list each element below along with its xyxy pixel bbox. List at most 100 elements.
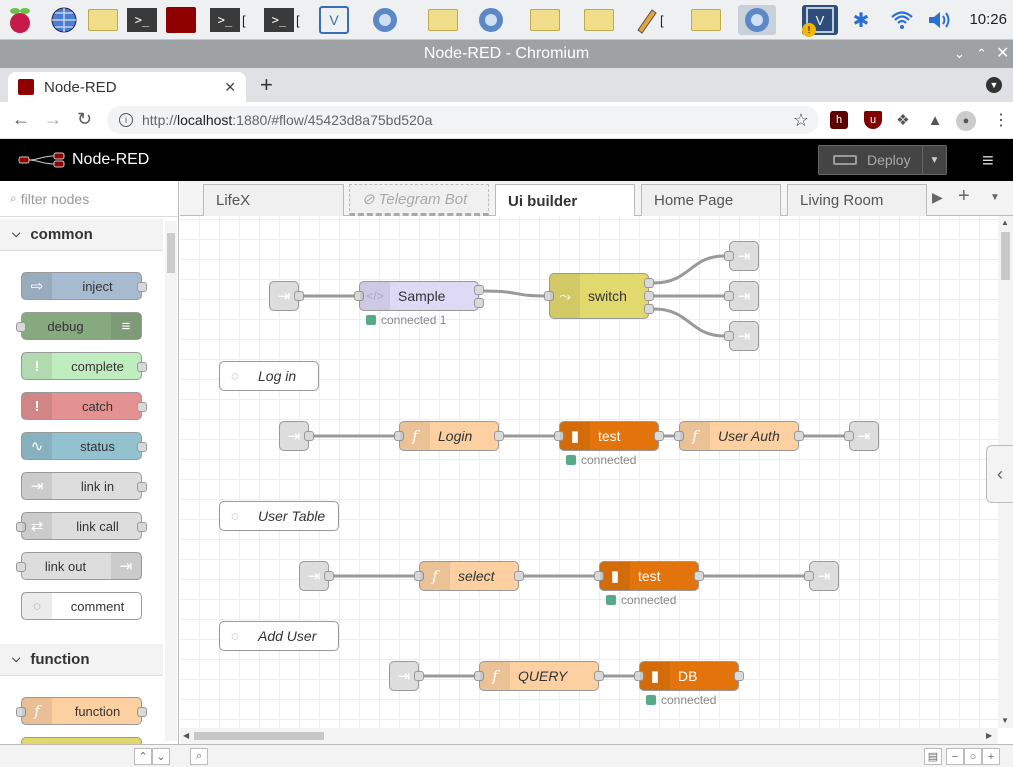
input-port[interactable] xyxy=(414,571,424,581)
template-node-sample[interactable]: </> Sample xyxy=(354,281,484,311)
output-port[interactable] xyxy=(137,707,147,717)
output-port[interactable] xyxy=(137,442,147,452)
terminal-window-1[interactable]: >_[ xyxy=(210,5,262,35)
raspberry-menu-icon[interactable] xyxy=(4,5,36,35)
input-port[interactable] xyxy=(844,431,854,441)
vnc-server-icon[interactable]: V! xyxy=(802,5,838,37)
function-node-query[interactable]: f QUERY xyxy=(474,661,604,691)
output-port[interactable] xyxy=(294,291,304,301)
url-field[interactable]: i http://localhost:1880/#flow/45423d8a75… xyxy=(107,106,819,134)
link-in-node[interactable]: ⇥ xyxy=(389,661,424,691)
scroll-right-icon[interactable]: ▶ xyxy=(986,731,993,740)
search-flows-icon[interactable]: ⌕ xyxy=(190,748,208,765)
output-port[interactable] xyxy=(137,522,147,532)
tab-scroll-right-icon[interactable]: ▶ xyxy=(932,189,943,205)
input-port[interactable] xyxy=(354,291,364,301)
folder-window-2[interactable] xyxy=(526,5,564,35)
input-port[interactable] xyxy=(16,522,26,532)
function-node-login[interactable]: f Login xyxy=(394,421,504,451)
link-in-node[interactable]: ⇥ xyxy=(279,421,314,451)
switch-node[interactable]: ⤳ switch xyxy=(544,273,654,319)
link-out-node[interactable]: ⇥ xyxy=(844,421,879,451)
db-node-test[interactable]: ▮ test xyxy=(554,421,664,451)
browser-tab[interactable]: Node-RED ✕ xyxy=(8,72,246,102)
output-port[interactable] xyxy=(594,671,604,681)
labs-flask-icon[interactable]: ▲ xyxy=(927,111,943,129)
folder-window-3[interactable] xyxy=(580,5,618,35)
comment-node-user-table[interactable]: ○ User Table xyxy=(219,501,339,531)
input-port[interactable] xyxy=(804,571,814,581)
main-menu-icon[interactable]: ≡ xyxy=(982,150,994,172)
category-common[interactable]: ⌵ common xyxy=(0,219,163,251)
palette-node-debug[interactable]: debug ≡ xyxy=(16,312,142,340)
scroll-down-icon[interactable]: ▼ xyxy=(1001,716,1009,725)
tab-home-page[interactable]: Home Page xyxy=(641,184,781,216)
file-manager-icon[interactable] xyxy=(86,5,120,35)
link-out-node[interactable]: ⇥ xyxy=(724,321,759,351)
maximize-icon[interactable]: ⌃ xyxy=(976,46,987,61)
ublock-icon[interactable]: u xyxy=(864,111,882,129)
output-port[interactable] xyxy=(304,431,314,441)
function-node-select[interactable]: f select xyxy=(414,561,524,591)
input-port[interactable] xyxy=(724,291,734,301)
deploy-button[interactable]: Deploy ▼ xyxy=(818,145,947,175)
new-tab-icon[interactable]: + xyxy=(260,72,273,97)
output-port[interactable] xyxy=(494,431,504,441)
minimize-icon[interactable]: ⌄ xyxy=(954,46,965,61)
horizontal-scroll-thumb[interactable] xyxy=(194,732,324,740)
output-port[interactable] xyxy=(474,298,484,308)
zoom-out-icon[interactable]: − xyxy=(946,748,964,765)
palette-node-link-out[interactable]: link out ⇥ xyxy=(16,552,142,580)
node-red-icon[interactable] xyxy=(164,5,198,35)
palette-node-inject[interactable]: ⇨ inject xyxy=(21,272,147,300)
expand-all-icon[interactable]: ⌄ xyxy=(152,748,170,765)
extension-h-icon[interactable]: h xyxy=(830,111,848,129)
category-function[interactable]: ⌵ function xyxy=(0,644,163,676)
terminal-window-2[interactable]: >_[ xyxy=(264,5,314,35)
volume-icon[interactable] xyxy=(924,5,956,35)
folder-window-1[interactable] xyxy=(420,5,466,35)
palette-node-status[interactable]: ∿ status xyxy=(21,432,147,460)
add-flow-icon[interactable]: + xyxy=(958,185,970,207)
palette-node-link-call[interactable]: ⇄ link call xyxy=(16,512,147,540)
output-port[interactable] xyxy=(137,282,147,292)
tab-living-room[interactable]: Living Room xyxy=(787,184,927,216)
canvas-horizontal-scrollbar[interactable]: ◀ ▶ xyxy=(180,728,998,744)
tab-lifex[interactable]: LifeX xyxy=(203,184,344,216)
input-port[interactable] xyxy=(674,431,684,441)
tab-ui-builder[interactable]: Ui builder xyxy=(495,184,635,217)
sidebar-toggle[interactable]: ‹ xyxy=(986,445,1013,503)
input-port[interactable] xyxy=(554,431,564,441)
output-port[interactable] xyxy=(644,278,654,288)
bookmark-star-icon[interactable]: ☆ xyxy=(792,109,809,130)
site-info-icon[interactable]: i xyxy=(119,113,133,127)
palette-node-function[interactable]: f function xyxy=(16,697,147,725)
bluetooth-icon[interactable]: ✱ xyxy=(852,9,870,32)
palette-node-link-in[interactable]: ⇥ link in xyxy=(21,472,147,500)
input-port[interactable] xyxy=(544,291,554,301)
output-port[interactable] xyxy=(514,571,524,581)
terminal-icon[interactable]: >_ xyxy=(126,5,158,35)
input-port[interactable] xyxy=(724,331,734,341)
flow-canvas[interactable]: ⇥ </> Sample connected 1 ⤳ switch ⇥ ⇥ ⇥ … xyxy=(180,216,998,728)
output-port[interactable] xyxy=(644,291,654,301)
link-in-node[interactable]: ⇥ xyxy=(269,281,304,311)
browser-globe-icon[interactable] xyxy=(48,5,80,35)
output-port[interactable] xyxy=(474,285,484,295)
palette-scroll-thumb[interactable] xyxy=(167,233,175,273)
tab-close-icon[interactable]: ✕ xyxy=(224,78,236,95)
wifi-icon[interactable] xyxy=(886,5,918,35)
input-port[interactable] xyxy=(394,431,404,441)
chromium-window-active[interactable] xyxy=(738,5,776,35)
tab-search-icon[interactable]: ▼ xyxy=(986,77,1002,93)
zoom-reset-icon[interactable]: ○ xyxy=(964,748,982,765)
collapse-all-icon[interactable]: ⌃ xyxy=(134,748,152,765)
output-port[interactable] xyxy=(644,304,654,314)
input-port[interactable] xyxy=(16,562,26,572)
scroll-left-icon[interactable]: ◀ xyxy=(183,731,190,740)
back-icon[interactable]: ← xyxy=(12,109,30,129)
comment-node-log-in[interactable]: ○ Log in xyxy=(219,361,319,391)
vertical-scroll-thumb[interactable] xyxy=(1001,232,1010,280)
palette-scrollbar[interactable] xyxy=(165,221,177,741)
palette-node-catch[interactable]: ! catch xyxy=(21,392,147,420)
